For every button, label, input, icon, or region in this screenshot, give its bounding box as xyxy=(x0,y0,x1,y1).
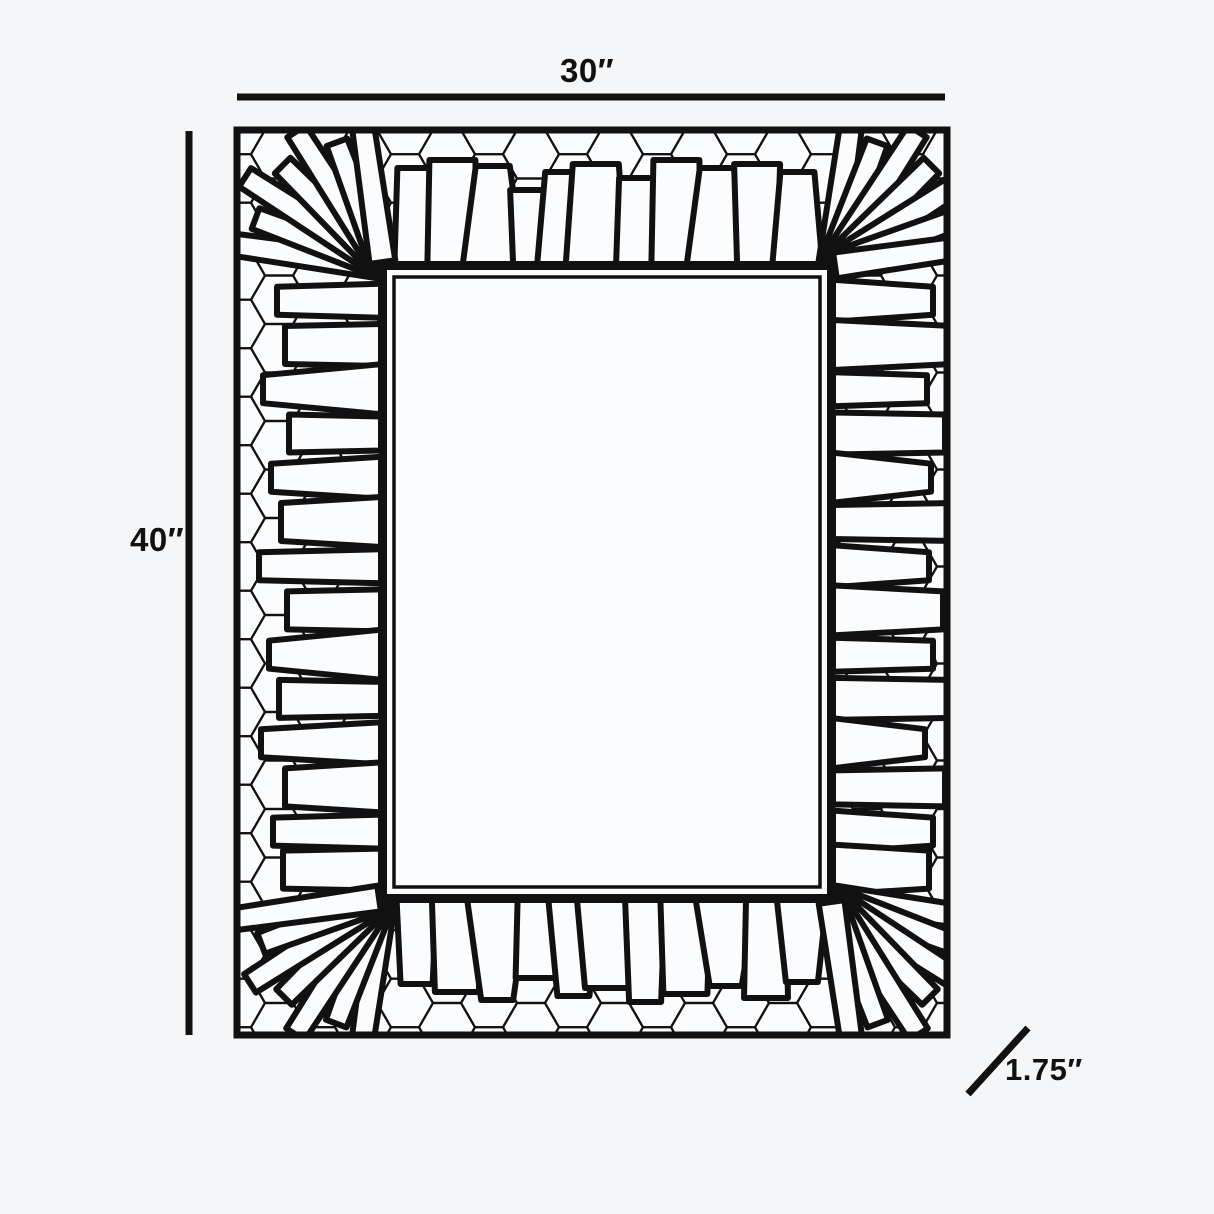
depth-dimension-label: 1.75″ xyxy=(1005,1052,1083,1087)
depth-leader-line xyxy=(965,1025,1031,1097)
width-dimension-label: 30″ xyxy=(560,52,615,89)
mirror-panel-surface xyxy=(398,281,816,883)
dimension-lines xyxy=(185,93,1031,1097)
frame-outline xyxy=(233,126,951,1039)
height-dimension-label: 40″ xyxy=(130,521,185,558)
frame-artwork xyxy=(233,126,951,1039)
